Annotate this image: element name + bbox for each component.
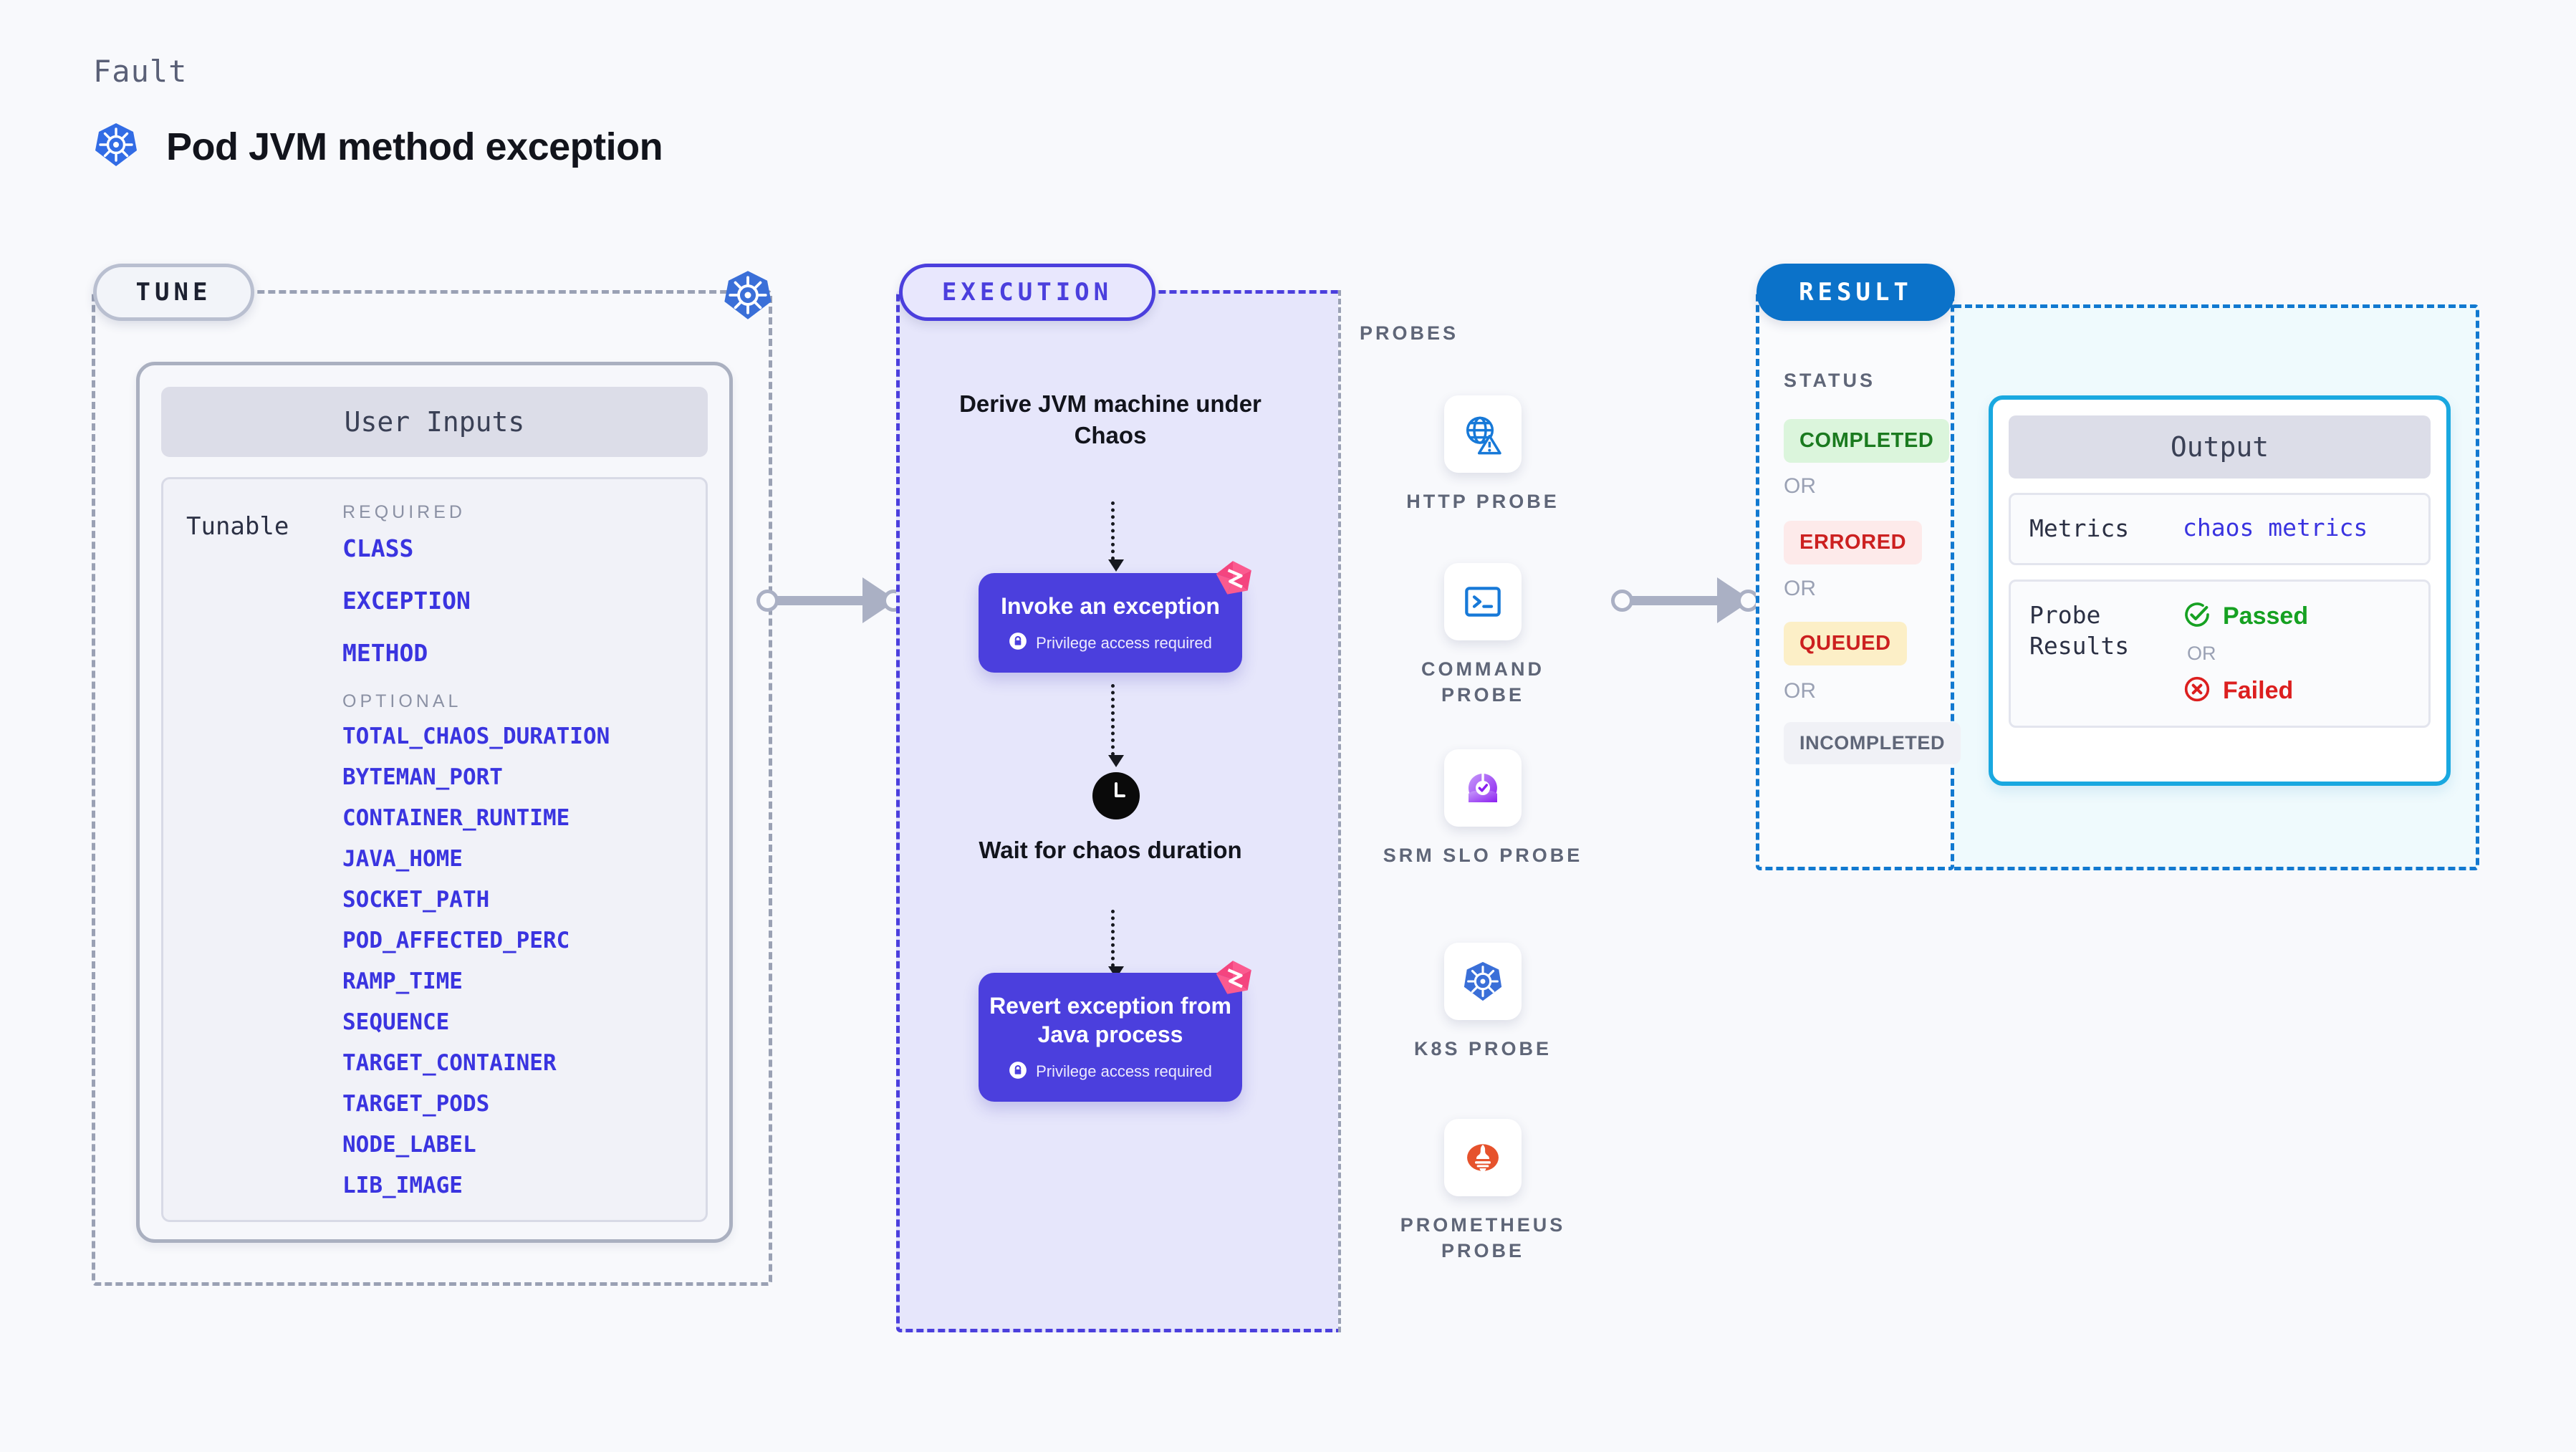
result-stage-pill[interactable]: RESULT xyxy=(1756,264,1955,321)
probes-title: PROBES xyxy=(1360,322,1459,344)
fault-kicker: Fault xyxy=(93,54,188,89)
status-or-3: OR xyxy=(1784,679,1816,703)
prometheus-torch-icon xyxy=(1444,1119,1522,1196)
flow-arrow-1 xyxy=(1108,501,1124,572)
privilege-note-2-label: Privilege access required xyxy=(1036,1062,1212,1081)
kubernetes-icon xyxy=(1444,943,1522,1020)
optional-heading: OPTIONAL xyxy=(342,691,462,711)
litmus-logo-icon xyxy=(1211,557,1255,605)
wait-for-chaos-text: Wait for chaos duration xyxy=(979,837,1242,863)
execution-stage-pill[interactable]: EXECUTION xyxy=(899,264,1155,321)
revert-exception-title: Revert exception from Java process xyxy=(989,993,1231,1048)
probe-http-label: HTTP PROBE xyxy=(1406,491,1559,512)
output-metrics-key: Metrics xyxy=(2029,514,2130,542)
output-probe-results-row: Probe Results Passed OR xyxy=(2009,579,2431,728)
terminal-icon xyxy=(1444,563,1522,640)
invoke-exception-node[interactable]: Invoke an exception Privilege access req… xyxy=(979,561,1251,673)
privilege-note-2: Privilege access required xyxy=(1009,1061,1212,1083)
probe-srm-slo-label: SRM SLO PROBE xyxy=(1383,845,1583,866)
param-sequence[interactable]: SEQUENCE xyxy=(342,1009,450,1035)
probe-command[interactable]: COMMAND PROBE xyxy=(1383,563,1583,708)
tunable-row-label: Tunable xyxy=(186,512,289,541)
probe-result-failed: Failed xyxy=(2183,675,2308,707)
param-lib-image[interactable]: LIB_IMAGE xyxy=(342,1173,463,1198)
connector-tune-to-execution xyxy=(756,577,915,623)
tune-stage-pill[interactable]: TUNE xyxy=(93,264,254,321)
output-metrics-row: Metrics chaos metrics xyxy=(2009,493,2431,565)
user-inputs-title: User Inputs xyxy=(161,387,708,457)
parameter-list: REQUIRED CLASS EXCEPTION METHOD OPTIONAL… xyxy=(342,502,706,1220)
param-method[interactable]: METHOD xyxy=(342,639,428,667)
kubernetes-icon xyxy=(93,122,139,171)
param-total-chaos-duration[interactable]: TOTAL_CHAOS_DURATION xyxy=(342,723,610,749)
revert-exception-node[interactable]: Revert exception from Java process Privi… xyxy=(979,961,1251,1102)
param-class[interactable]: CLASS xyxy=(342,534,414,562)
probe-result-failed-label: Failed xyxy=(2223,676,2294,704)
probe-result-or: OR xyxy=(2187,642,2216,664)
tune-stage-label: TUNE xyxy=(135,278,212,307)
derive-jvm-step-text: Derive JVM machine under Chaos xyxy=(959,390,1261,448)
probe-srm-slo[interactable]: SRM SLO PROBE xyxy=(1383,749,1583,868)
param-ramp-time[interactable]: RAMP_TIME xyxy=(342,968,463,994)
user-inputs-body: Tunable REQUIRED CLASS EXCEPTION METHOD … xyxy=(161,477,708,1222)
execution-stage-label: EXECUTION xyxy=(941,278,1113,307)
flow-arrow-3 xyxy=(1108,910,1124,979)
output-card: Output Metrics chaos metrics Probe Resul… xyxy=(1989,395,2451,786)
flow-arrow-2 xyxy=(1108,684,1124,767)
result-stage-box xyxy=(1756,290,1954,870)
probe-result-passed-label: Passed xyxy=(2223,602,2309,630)
probe-k8s-label: K8S PROBE xyxy=(1413,1038,1552,1059)
param-target-container[interactable]: TARGET_CONTAINER xyxy=(342,1050,557,1076)
lock-icon xyxy=(1009,632,1027,654)
param-java-home[interactable]: JAVA_HOME xyxy=(342,846,463,872)
probe-prometheus[interactable]: PROMETHEUS PROBE xyxy=(1383,1119,1583,1264)
srm-slo-gauge-icon xyxy=(1444,749,1522,827)
probe-command-label: COMMAND PROBE xyxy=(1421,658,1544,706)
param-socket-path[interactable]: SOCKET_PATH xyxy=(342,887,490,913)
page-title: Pod JVM method exception xyxy=(93,122,663,171)
output-metrics-value[interactable]: chaos metrics xyxy=(2183,514,2368,542)
kubernetes-icon xyxy=(722,269,774,324)
probe-http[interactable]: HTTP PROBE xyxy=(1383,395,1583,514)
probe-result-values: Passed OR Failed xyxy=(2183,600,2308,707)
status-or-2: OR xyxy=(1784,577,1816,600)
user-inputs-card: User Inputs Tunable REQUIRED CLASS EXCEP… xyxy=(136,362,733,1243)
probe-result-passed: Passed xyxy=(2183,600,2308,633)
tune-stage-box xyxy=(92,290,772,1286)
param-container-runtime[interactable]: CONTAINER_RUNTIME xyxy=(342,805,570,831)
privilege-note-1-label: Privilege access required xyxy=(1036,633,1212,652)
status-badge-incompleted: INCOMPLETED xyxy=(1784,722,1961,764)
status-badge-errored: ERRORED xyxy=(1784,521,1923,564)
clock-icon xyxy=(1092,772,1140,819)
litmus-logo-icon xyxy=(1211,957,1255,1005)
probe-k8s[interactable]: K8S PROBE xyxy=(1383,943,1583,1062)
param-target-pods[interactable]: TARGET_PODS xyxy=(342,1091,490,1117)
check-circle-icon xyxy=(2183,600,2211,633)
invoke-exception-title: Invoke an exception xyxy=(1001,593,1220,619)
param-pod-affected-perc[interactable]: POD_AFFECTED_PERC xyxy=(342,928,570,953)
result-stage-label: RESULT xyxy=(1799,278,1913,307)
required-heading: REQUIRED xyxy=(342,502,466,522)
output-probe-results-key: Probe Results xyxy=(2029,600,2130,660)
status-or-1: OR xyxy=(1784,474,1816,498)
probe-prometheus-label: PROMETHEUS PROBE xyxy=(1400,1214,1566,1262)
status-badge-completed: COMPLETED xyxy=(1784,419,1950,463)
page-title-text: Pod JVM method exception xyxy=(166,125,663,168)
status-badge-queued: QUEUED xyxy=(1784,622,1907,665)
status-heading: STATUS xyxy=(1784,370,1875,391)
param-byteman-port[interactable]: BYTEMAN_PORT xyxy=(342,764,503,790)
lock-icon xyxy=(1009,1061,1027,1083)
privilege-note-1: Privilege access required xyxy=(1009,632,1212,654)
param-exception[interactable]: EXCEPTION xyxy=(342,587,471,615)
param-node-label[interactable]: NODE_LABEL xyxy=(342,1132,476,1158)
x-circle-icon xyxy=(2183,675,2211,707)
connector-execution-to-result xyxy=(1611,577,1770,623)
globe-warning-icon xyxy=(1444,395,1522,473)
output-title: Output xyxy=(2009,415,2431,479)
